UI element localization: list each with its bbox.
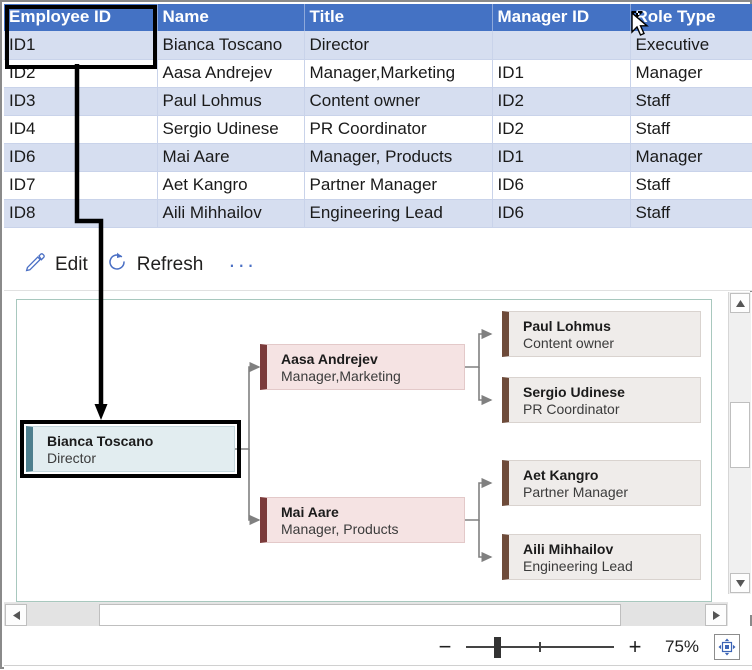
pencil-icon: [24, 251, 46, 278]
org-node-title: Partner Manager: [523, 484, 629, 501]
vertical-scrollbar[interactable]: [728, 292, 751, 594]
cell-name[interactable]: Aet Kangro: [157, 171, 305, 200]
horizontal-scroll-thumb[interactable]: [99, 604, 621, 626]
org-node-title: Engineering Lead: [523, 558, 633, 575]
table-header-row: Employee ID Name Title Manager ID Role T…: [4, 4, 752, 31]
zoom-slider[interactable]: [466, 634, 614, 660]
cell-employee-id[interactable]: ID3: [4, 87, 158, 116]
table-row[interactable]: ID7 Aet Kangro Partner Manager ID6 Staff: [4, 171, 752, 200]
cell-employee-id[interactable]: ID2: [4, 59, 158, 88]
cell-employee-id[interactable]: ID1: [4, 31, 158, 60]
fit-to-screen-icon[interactable]: [714, 633, 740, 660]
cell-title[interactable]: Engineering Lead: [304, 199, 493, 228]
cell-title[interactable]: Manager,Marketing: [304, 59, 493, 88]
cell-title[interactable]: Director: [304, 31, 493, 60]
cell-employee-id[interactable]: ID8: [4, 199, 158, 228]
org-node-manager-products[interactable]: Mai Aare Manager, Products: [260, 497, 465, 543]
zoom-slider-tick: [539, 641, 541, 652]
cell-role-type[interactable]: Staff: [630, 199, 752, 228]
cell-role-type[interactable]: Staff: [630, 171, 752, 200]
cell-employee-id[interactable]: ID4: [4, 115, 158, 144]
org-node-staff-partner-manager[interactable]: Aet Kangro Partner Manager: [502, 460, 701, 506]
table-row[interactable]: ID2 Aasa Andrejev Manager,Marketing ID1 …: [4, 59, 752, 88]
org-node-title: PR Coordinator: [523, 401, 620, 418]
org-node-name: Mai Aare: [281, 504, 339, 520]
cell-name[interactable]: Aili Mihhailov: [157, 199, 305, 228]
cell-title[interactable]: Partner Manager: [304, 171, 493, 200]
org-chart-canvas[interactable]: Bianca Toscano Director Aasa Andrejev Ma…: [4, 292, 752, 615]
org-node-title: Director: [47, 450, 97, 467]
horizontal-scrollbar[interactable]: [4, 602, 728, 627]
scroll-up-button[interactable]: [730, 293, 750, 313]
cell-manager-id[interactable]: ID1: [492, 59, 631, 88]
cell-name[interactable]: Sergio Udinese: [157, 115, 305, 144]
cell-manager-id[interactable]: ID2: [492, 115, 631, 144]
table-row[interactable]: ID8 Aili Mihhailov Engineering Lead ID6 …: [4, 199, 752, 228]
more-options-button[interactable]: ···: [228, 251, 257, 277]
edit-button[interactable]: Edit: [18, 246, 100, 283]
cell-title[interactable]: Manager, Products: [304, 143, 493, 172]
org-node-staff-content-owner[interactable]: Paul Lohmus Content owner: [502, 311, 701, 357]
cell-manager-id[interactable]: ID1: [492, 143, 631, 172]
edit-label: Edit: [55, 253, 88, 275]
cell-title[interactable]: PR Coordinator: [304, 115, 493, 144]
org-node-manager-marketing[interactable]: Aasa Andrejev Manager,Marketing: [260, 344, 465, 390]
scroll-down-button[interactable]: [730, 573, 750, 593]
org-node-title: Content owner: [523, 335, 615, 352]
cell-manager-id[interactable]: ID6: [492, 171, 631, 200]
org-node-name: Paul Lohmus: [523, 318, 611, 334]
command-bar: Edit Refresh ···: [4, 239, 752, 291]
org-node-name: Aet Kangro: [523, 467, 599, 483]
org-node-executive[interactable]: Bianca Toscano Director: [26, 426, 235, 472]
org-node-staff-pr-coordinator[interactable]: Sergio Udinese PR Coordinator: [502, 377, 701, 423]
org-node-name: Aili Mihhailov: [523, 541, 614, 557]
column-header-manager-id[interactable]: Manager ID: [492, 4, 631, 31]
cell-name[interactable]: Mai Aare: [157, 143, 305, 172]
cell-manager-id[interactable]: ID6: [492, 199, 631, 228]
zoom-percentage-label[interactable]: 75%: [664, 636, 700, 656]
cell-name[interactable]: Aasa Andrejev: [157, 59, 305, 88]
zoom-slider-handle[interactable]: [494, 636, 501, 658]
cell-name[interactable]: Paul Lohmus: [157, 87, 305, 116]
scroll-right-button[interactable]: [705, 604, 727, 626]
table-row[interactable]: ID1 Bianca Toscano Director Executive: [4, 31, 752, 60]
column-header-role-type[interactable]: Role Type: [630, 4, 752, 31]
cell-employee-id[interactable]: ID6: [4, 143, 158, 172]
refresh-label: Refresh: [136, 253, 204, 275]
refresh-button[interactable]: Refresh: [100, 246, 216, 283]
zoom-in-button[interactable]: +: [628, 633, 642, 659]
zoom-out-button[interactable]: −: [438, 633, 452, 659]
window-bottom-edge: [4, 665, 752, 670]
table-row[interactable]: ID4 Sergio Udinese PR Coordinator ID2 St…: [4, 115, 752, 144]
org-node-name: Aasa Andrejev: [281, 351, 378, 367]
cell-role-type[interactable]: Manager: [630, 59, 752, 88]
column-header-employee-id[interactable]: Employee ID: [4, 4, 158, 31]
zoom-toolbar: − + 75%: [4, 626, 752, 667]
cell-role-type[interactable]: Staff: [630, 115, 752, 144]
cell-name[interactable]: Bianca Toscano: [157, 31, 305, 60]
org-node-name: Bianca Toscano: [47, 433, 154, 449]
scroll-left-button[interactable]: [5, 604, 27, 626]
employee-data-table[interactable]: Employee ID Name Title Manager ID Role T…: [4, 4, 752, 239]
table-row[interactable]: ID3 Paul Lohmus Content owner ID2 Staff: [4, 87, 752, 116]
refresh-icon: [106, 251, 128, 278]
cell-title[interactable]: Content owner: [304, 87, 493, 116]
column-header-title[interactable]: Title: [304, 4, 493, 31]
org-node-name: Sergio Udinese: [523, 384, 625, 400]
cell-employee-id[interactable]: ID7: [4, 171, 158, 200]
org-node-title: Manager,Marketing: [281, 368, 401, 385]
cell-role-type[interactable]: Manager: [630, 143, 752, 172]
cell-manager-id[interactable]: [492, 31, 631, 60]
cell-manager-id[interactable]: ID2: [492, 87, 631, 116]
cell-role-type[interactable]: Staff: [630, 87, 752, 116]
vertical-scroll-thumb[interactable]: [730, 402, 750, 468]
column-header-name[interactable]: Name: [157, 4, 305, 31]
org-node-title: Manager, Products: [281, 521, 399, 538]
org-node-staff-engineering-lead[interactable]: Aili Mihhailov Engineering Lead: [502, 534, 701, 580]
table-row[interactable]: ID6 Mai Aare Manager, Products ID1 Manag…: [4, 143, 752, 172]
cell-role-type[interactable]: Executive: [630, 31, 752, 60]
